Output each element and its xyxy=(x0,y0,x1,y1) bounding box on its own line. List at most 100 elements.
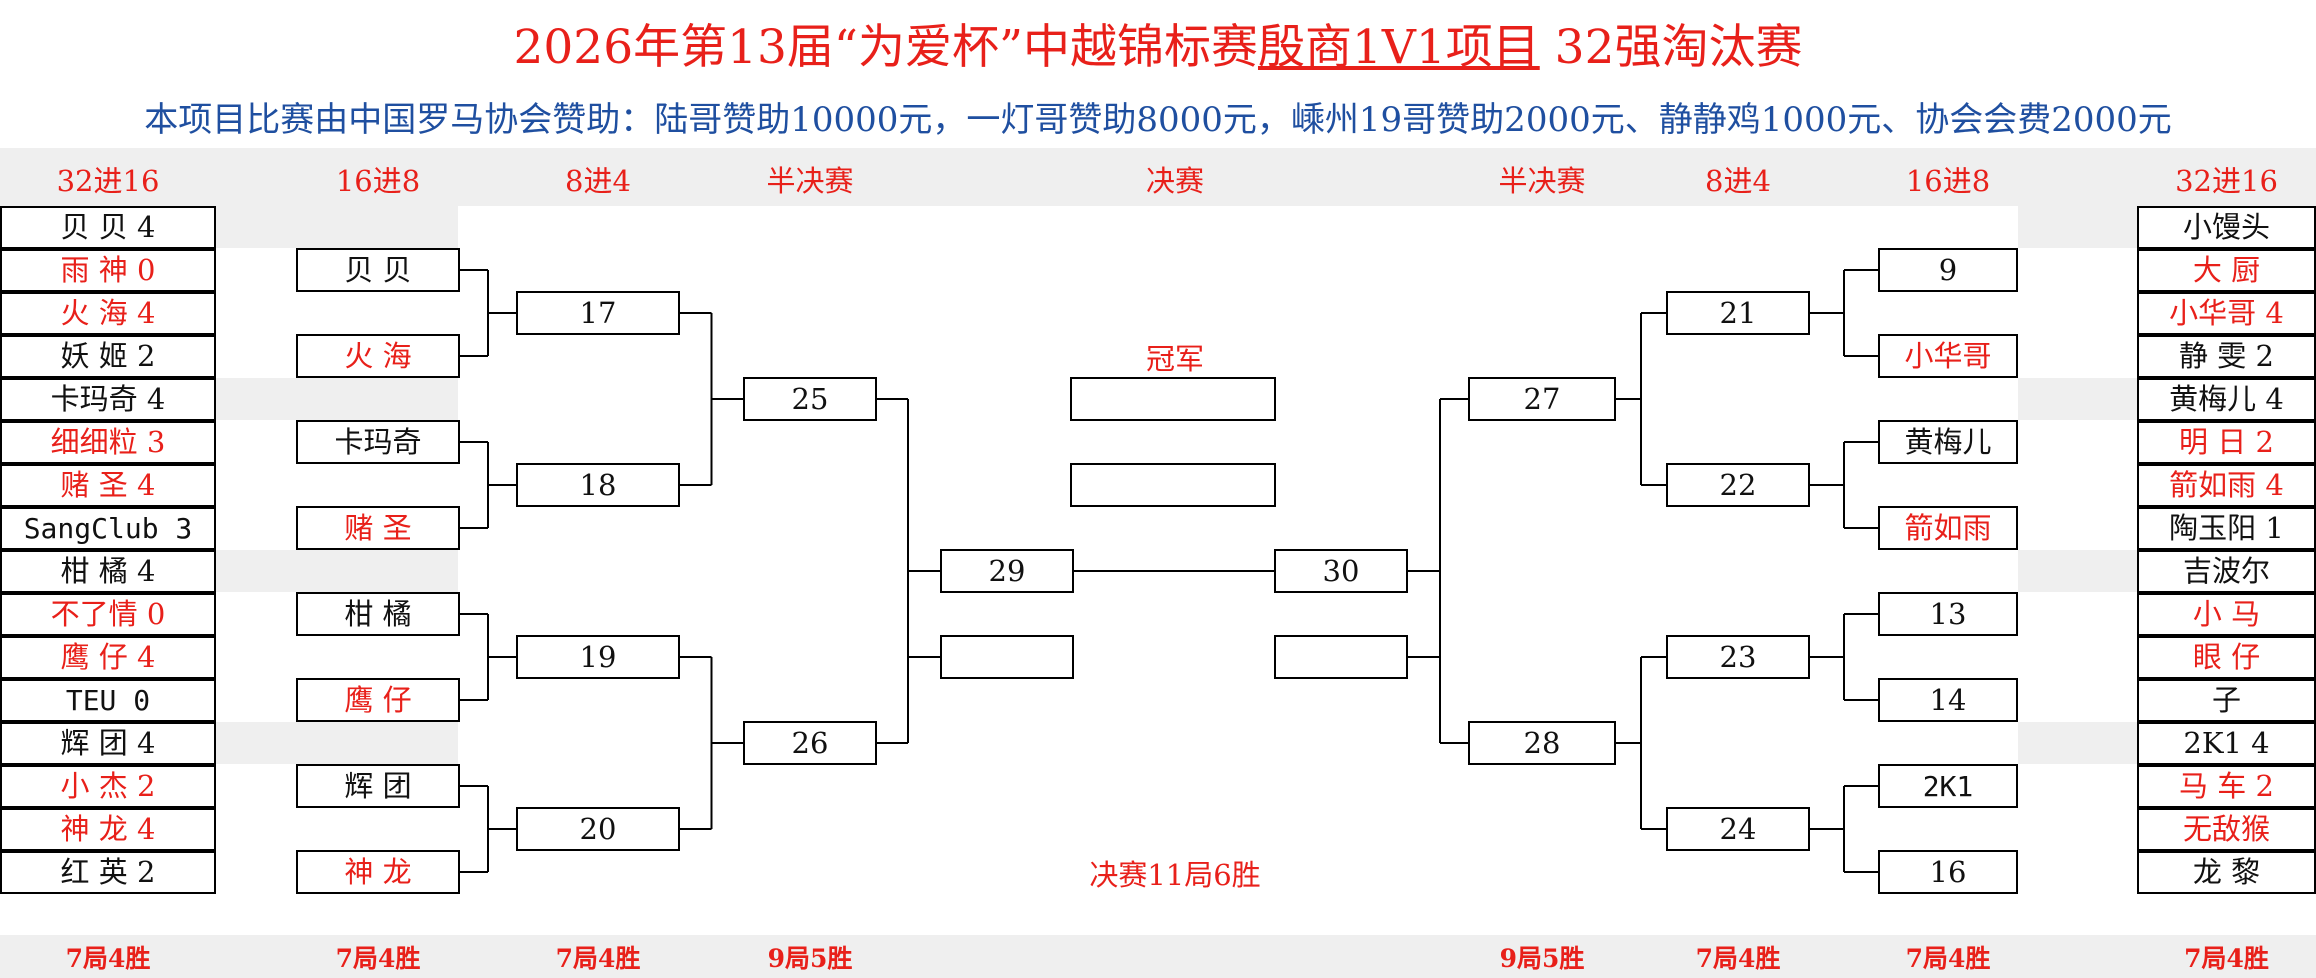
right-r16-entry-text: 箭如雨 xyxy=(1904,511,1992,545)
right-qf-slot: 21 xyxy=(1666,291,1810,335)
left-r16-entry: 神 龙 xyxy=(296,850,460,894)
left-sf-slot: 26 xyxy=(743,721,877,765)
left-r16-entry-text: 辉 团 xyxy=(344,769,412,803)
left-r32-entry-text: 不了情 0 xyxy=(50,597,166,631)
header-r16-right: 16进8 xyxy=(1905,164,1991,198)
right-r32-entry-text: 吉波尔 xyxy=(2182,554,2270,588)
right-r32-entry-text: 小馒头 xyxy=(2182,210,2270,244)
right-r32-entry-text: 子 xyxy=(2211,683,2241,717)
header-r16-left: 16进8 xyxy=(335,164,421,198)
right-r32-entry: 马 车 2 xyxy=(2137,765,2316,808)
right-r32-entry: 2K1 4 xyxy=(2137,722,2316,765)
footer-sf-right: 9局5胜 xyxy=(1499,944,1585,973)
right-r32-entry-text: 箭如雨 4 xyxy=(2169,468,2284,502)
right-r16-entry-text: 小华哥 xyxy=(1904,339,1992,373)
left-sf-slot: 25 xyxy=(743,377,877,421)
champion-label: 冠军 xyxy=(1145,342,1204,376)
title-prefix: 2026年第13届“为爱杯”中越锦标赛 xyxy=(513,20,1258,75)
champion-slot xyxy=(1070,463,1276,507)
title-underlined: 殷商1V1项目 xyxy=(1257,20,1540,75)
final-rule: 决赛11局6胜 xyxy=(1089,858,1261,892)
footer-qf-right: 7局4胜 xyxy=(1695,944,1781,973)
footer-r32-left: 7局4胜 xyxy=(65,944,151,973)
left-r32-entry: 小 杰 2 xyxy=(0,765,216,808)
left-r32-entry-text: 赌 圣 4 xyxy=(60,468,156,502)
right-r16-entry: 黄梅儿 xyxy=(1878,420,2018,464)
header-qf-right: 8进4 xyxy=(1705,164,1771,198)
left-r32-entry: 贝 贝 4 xyxy=(0,206,216,249)
left-r16-entry: 辉 团 xyxy=(296,764,460,808)
left-r16-entry-text: 贝 贝 xyxy=(344,253,412,287)
right-r32-entry-text: 眼 仔 xyxy=(2192,640,2261,674)
left-sf-slot-text: 25 xyxy=(791,382,829,416)
left-r16-entry: 柑 橘 xyxy=(296,592,460,636)
left-sf-slot-text: 26 xyxy=(791,726,829,760)
header-qf-left: 8进4 xyxy=(565,164,631,198)
right-sf-slot-text: 28 xyxy=(1523,726,1561,760)
left-r32-entry-text: 红 英 2 xyxy=(60,855,156,889)
right-r16-entry: 16 xyxy=(1878,850,2018,894)
right-qf-slot-text: 24 xyxy=(1719,812,1757,846)
right-r32-entry: 大 厨 xyxy=(2137,249,2316,292)
right-r32-entry: 小 马 xyxy=(2137,593,2316,636)
right-r32-entry: 无敌猴 xyxy=(2137,808,2316,851)
footer-r32-right: 7局4胜 xyxy=(2184,944,2269,973)
right-r32-entry-text: 陶玉阳 1 xyxy=(2169,511,2284,545)
left-r16-entry: 火 海 xyxy=(296,334,460,378)
right-r16-entry-text: 黄梅儿 xyxy=(1904,425,1992,459)
left-r32-entry-text: SangClub 3 xyxy=(23,512,193,545)
left-r16-entry-text: 火 海 xyxy=(344,339,412,373)
left-r16-entry: 卡玛奇 xyxy=(296,420,460,464)
header-r32-right: 32进16 xyxy=(2175,164,2278,198)
right-r16-entry-text: 16 xyxy=(1929,855,1967,889)
left-r32-entry: 鹰 仔 4 xyxy=(0,636,216,679)
left-r32-entry: TEU 0 xyxy=(0,679,216,722)
left-r32-entry-text: 柑 橘 4 xyxy=(60,554,156,588)
left-r32-entry-text: 卡玛奇 4 xyxy=(50,382,166,416)
right-sf-slot: 27 xyxy=(1468,377,1616,421)
right-qf-slot-text: 21 xyxy=(1719,296,1757,330)
left-r32-entry-text: 贝 贝 4 xyxy=(60,210,156,244)
left-r32-entry: 细细粒 3 xyxy=(0,421,216,464)
left-r16-entry-text: 鹰 仔 xyxy=(344,683,412,717)
left-r32-entry: 火 海 4 xyxy=(0,292,216,335)
header-final: 决赛 xyxy=(1145,164,1204,198)
left-r32-entry: 红 英 2 xyxy=(0,851,216,894)
right-r32-entry: 小馒头 xyxy=(2137,206,2316,249)
left-r16-entry-text: 柑 橘 xyxy=(344,597,412,631)
right-final-slot-text: 30 xyxy=(1322,554,1360,588)
right-r32-entry: 明 日 2 xyxy=(2137,421,2316,464)
right-qf-slot-text: 23 xyxy=(1719,640,1757,674)
title-suffix: 32强淘汰赛 xyxy=(1539,20,1803,75)
left-r32-entry: 妖 姬 2 xyxy=(0,335,216,378)
left-qf-slot-text: 17 xyxy=(579,296,617,330)
left-r16-entry-text: 卡玛奇 xyxy=(334,425,422,459)
right-r32-entry: 眼 仔 xyxy=(2137,636,2316,679)
left-r16-entry: 贝 贝 xyxy=(296,248,460,292)
right-r32-entry-text: 黄梅儿 4 xyxy=(2169,382,2284,416)
right-r32-entry: 黄梅儿 4 xyxy=(2137,378,2316,421)
left-r32-entry: 辉 团 4 xyxy=(0,722,216,765)
left-final-slot-text: 29 xyxy=(988,554,1026,588)
left-r16-entry: 鹰 仔 xyxy=(296,678,460,722)
footer-r16-right: 7局4胜 xyxy=(1905,944,1991,973)
left-r32-entry-text: 小 杰 2 xyxy=(60,769,156,803)
left-qf-slot: 18 xyxy=(516,463,680,507)
right-final-slot: 30 xyxy=(1274,549,1408,593)
right-qf-slot: 22 xyxy=(1666,463,1810,507)
left-r32-entry: SangClub 3 xyxy=(0,507,216,550)
left-r16-entry-text: 神 龙 xyxy=(344,855,412,889)
right-r32-entry: 吉波尔 xyxy=(2137,550,2316,593)
right-r32-entry-text: 马 车 2 xyxy=(2179,769,2274,803)
left-r16-entry: 赌 圣 xyxy=(296,506,460,550)
right-sf-slot: 28 xyxy=(1468,721,1616,765)
left-r32-entry-text: TEU 0 xyxy=(65,684,151,717)
header-r32-left: 32进16 xyxy=(56,164,160,198)
left-r32-entry: 卡玛奇 4 xyxy=(0,378,216,421)
left-r32-entry: 赌 圣 4 xyxy=(0,464,216,507)
footer-sf-left: 9局5胜 xyxy=(767,944,853,973)
right-r32-entry-text: 小华哥 4 xyxy=(2169,296,2284,330)
left-r32-entry: 柑 橘 4 xyxy=(0,550,216,593)
header-sf-left: 半决赛 xyxy=(766,164,854,198)
right-r32-entry-text: 大 厨 xyxy=(2192,253,2261,287)
